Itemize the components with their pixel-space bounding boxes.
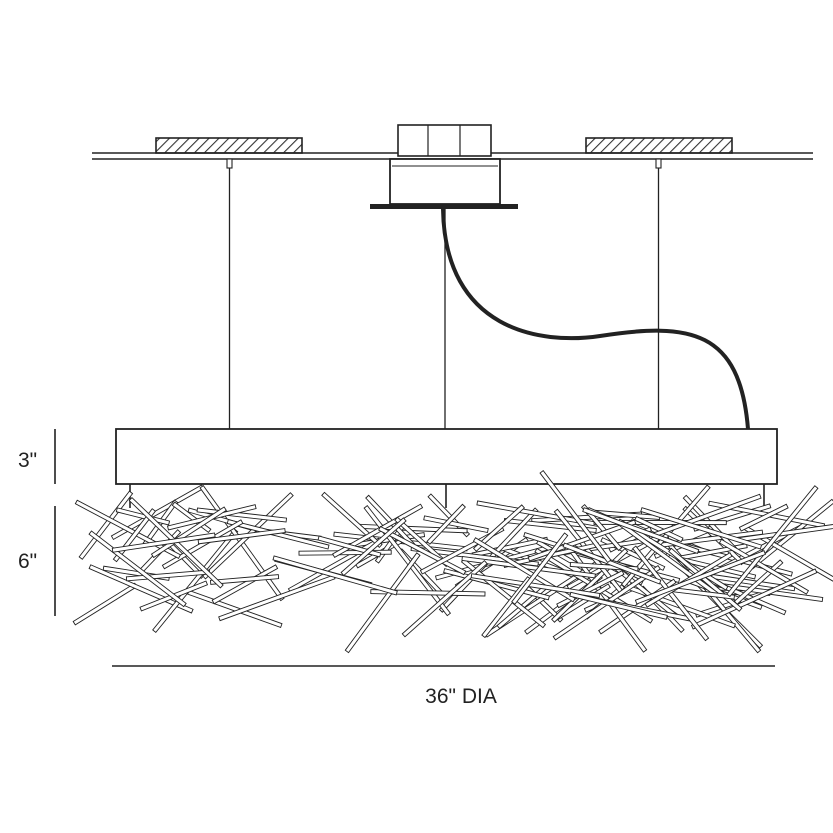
rod [401, 559, 488, 638]
rod [344, 552, 421, 654]
rod-nest [72, 469, 833, 654]
rod [511, 532, 569, 605]
rod [569, 591, 668, 620]
rod [634, 550, 766, 605]
rod [580, 504, 623, 552]
diameter-label: 36" DIA [425, 685, 497, 708]
fixture-body [115, 428, 778, 485]
rod [187, 589, 283, 629]
rod [340, 517, 407, 577]
rod [332, 503, 424, 559]
rod [726, 485, 819, 598]
rod [72, 582, 138, 626]
rod [461, 555, 596, 579]
rod [690, 568, 818, 630]
rod [150, 506, 227, 559]
rod [321, 491, 383, 549]
ceiling-joist-left [155, 137, 303, 154]
rod [539, 469, 612, 564]
rod [197, 528, 286, 545]
rod [472, 504, 526, 552]
rod [481, 576, 532, 639]
body-height-label: 3" [18, 449, 38, 472]
rod [419, 526, 505, 575]
rod [426, 503, 466, 545]
junction-box [397, 124, 492, 157]
rod [718, 538, 810, 595]
rod [209, 574, 280, 585]
rod [640, 507, 763, 550]
ceiling-joist-right [585, 137, 733, 154]
rod [111, 532, 216, 553]
rod [470, 573, 601, 599]
rod [211, 564, 279, 605]
rod [738, 503, 789, 532]
rod [272, 555, 398, 596]
rod [423, 515, 489, 534]
power-cord [441, 208, 750, 430]
rod [152, 528, 239, 634]
rod [562, 542, 662, 585]
ceiling-canopy [370, 158, 518, 209]
rod-drops [129, 484, 765, 508]
rod [370, 589, 486, 597]
rod [648, 493, 762, 540]
rod [582, 507, 700, 555]
rods-height-label: 6" [18, 550, 38, 573]
